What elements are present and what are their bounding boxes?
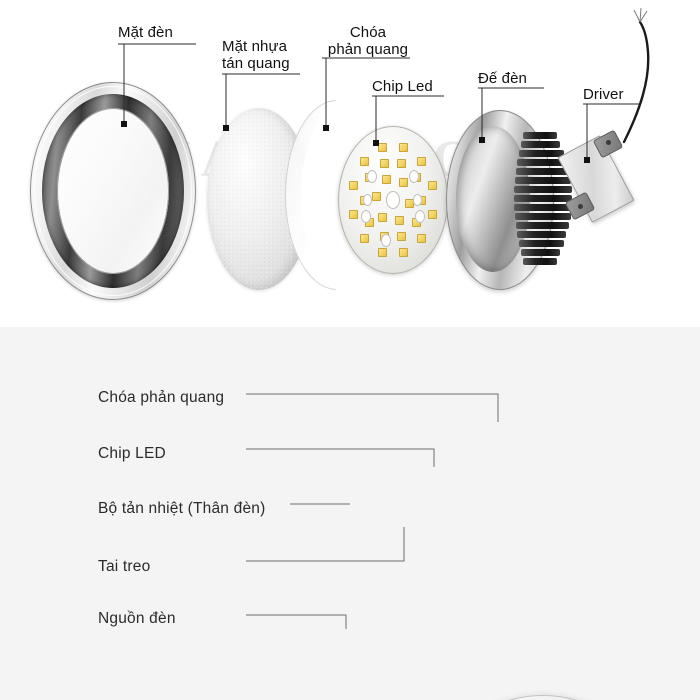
label-bo-tan-nhiet: Bộ tản nhiệt (Thân đèn) xyxy=(98,500,266,517)
driver-wire-strands xyxy=(633,7,648,23)
label-nguon-den: Nguồn đèn xyxy=(98,610,176,627)
led-emitter xyxy=(349,209,359,219)
led-emitter xyxy=(365,218,375,228)
base-fin xyxy=(515,168,569,175)
base-fin xyxy=(519,150,564,157)
led-emitter xyxy=(404,198,414,208)
led-emitter xyxy=(397,232,407,242)
product-cable xyxy=(268,681,680,700)
face-ring-highlight xyxy=(34,86,192,296)
led-emitter xyxy=(417,234,427,244)
led-emitter xyxy=(427,181,437,191)
base-fin xyxy=(517,159,567,166)
base-fin xyxy=(514,195,572,202)
pcb-vent-hole xyxy=(415,210,425,223)
base-fin xyxy=(514,204,572,211)
pcb-vent-hole xyxy=(361,210,371,223)
pcb-vent-hole xyxy=(413,194,422,206)
exploded-parts-panel: HALEDCO xyxy=(0,0,700,327)
led-pcb xyxy=(338,126,448,274)
led-emitter xyxy=(397,158,407,168)
led-emitter xyxy=(359,234,369,244)
led-emitter xyxy=(378,248,388,258)
label-chip-led-top: Chip Led xyxy=(372,78,433,95)
anchor-chip-led xyxy=(373,140,379,146)
led-emitter xyxy=(349,181,359,191)
driver-screw-bottom xyxy=(578,204,583,209)
base-fin xyxy=(514,213,571,220)
anchor-de-den xyxy=(479,137,485,143)
label-mat-nhua-tan-quang: Mặt nhựa tán quang xyxy=(222,38,290,73)
label-mat-den: Mặt đèn xyxy=(118,24,173,41)
base-fin xyxy=(519,240,564,247)
led-emitter xyxy=(394,216,404,226)
base-fin xyxy=(520,249,561,256)
base-fin xyxy=(514,177,571,184)
led-emitter xyxy=(411,218,421,228)
anchor-choa-phan-quang xyxy=(323,125,329,131)
base-fin xyxy=(514,186,572,193)
part-driver-box xyxy=(557,129,636,226)
base-fin xyxy=(520,141,561,148)
base-fin xyxy=(517,231,567,238)
downlight-product-image xyxy=(268,681,680,700)
led-emitter xyxy=(399,248,409,258)
pcb-vent-hole xyxy=(381,234,391,247)
anchor-mat-nhua xyxy=(223,125,229,131)
part-base-housing xyxy=(446,110,572,290)
label-de-den: Đế đèn xyxy=(478,70,527,87)
assembled-product-panel xyxy=(0,327,700,700)
part-led-board xyxy=(338,126,448,274)
anchor-driver xyxy=(584,157,590,163)
label-choa-phan-quang-top: Chóa phản quang xyxy=(327,24,409,59)
base-fin xyxy=(515,222,569,229)
pcb-vent-hole xyxy=(409,170,419,183)
base-fin xyxy=(523,132,557,139)
base-heatsink-fins xyxy=(512,132,574,272)
base-fin xyxy=(523,258,557,265)
led-emitter xyxy=(377,142,387,152)
label-choa-phan-quang-bottom: Chóa phản quang xyxy=(98,389,225,406)
label-driver: Driver xyxy=(583,86,624,103)
driver-screw-top xyxy=(606,140,611,145)
label-tai-treo: Tai treo xyxy=(98,558,151,575)
led-emitter xyxy=(372,192,382,202)
pcb-vent-hole xyxy=(386,191,400,209)
led-emitter xyxy=(398,142,408,152)
trim-ring xyxy=(418,695,668,700)
led-emitter xyxy=(382,174,392,184)
led-emitter xyxy=(378,212,388,222)
led-emitter xyxy=(417,156,427,166)
driver-wire xyxy=(622,20,650,144)
anchor-mat-den xyxy=(121,121,127,127)
led-emitter xyxy=(379,158,389,168)
label-chip-led-bottom: Chip LED xyxy=(98,445,166,462)
part-face-ring xyxy=(30,82,196,300)
led-emitter xyxy=(359,156,369,166)
led-emitter xyxy=(398,178,408,188)
pcb-vent-hole xyxy=(363,194,372,206)
pcb-vent-hole xyxy=(367,170,377,183)
led-emitter xyxy=(427,209,437,219)
